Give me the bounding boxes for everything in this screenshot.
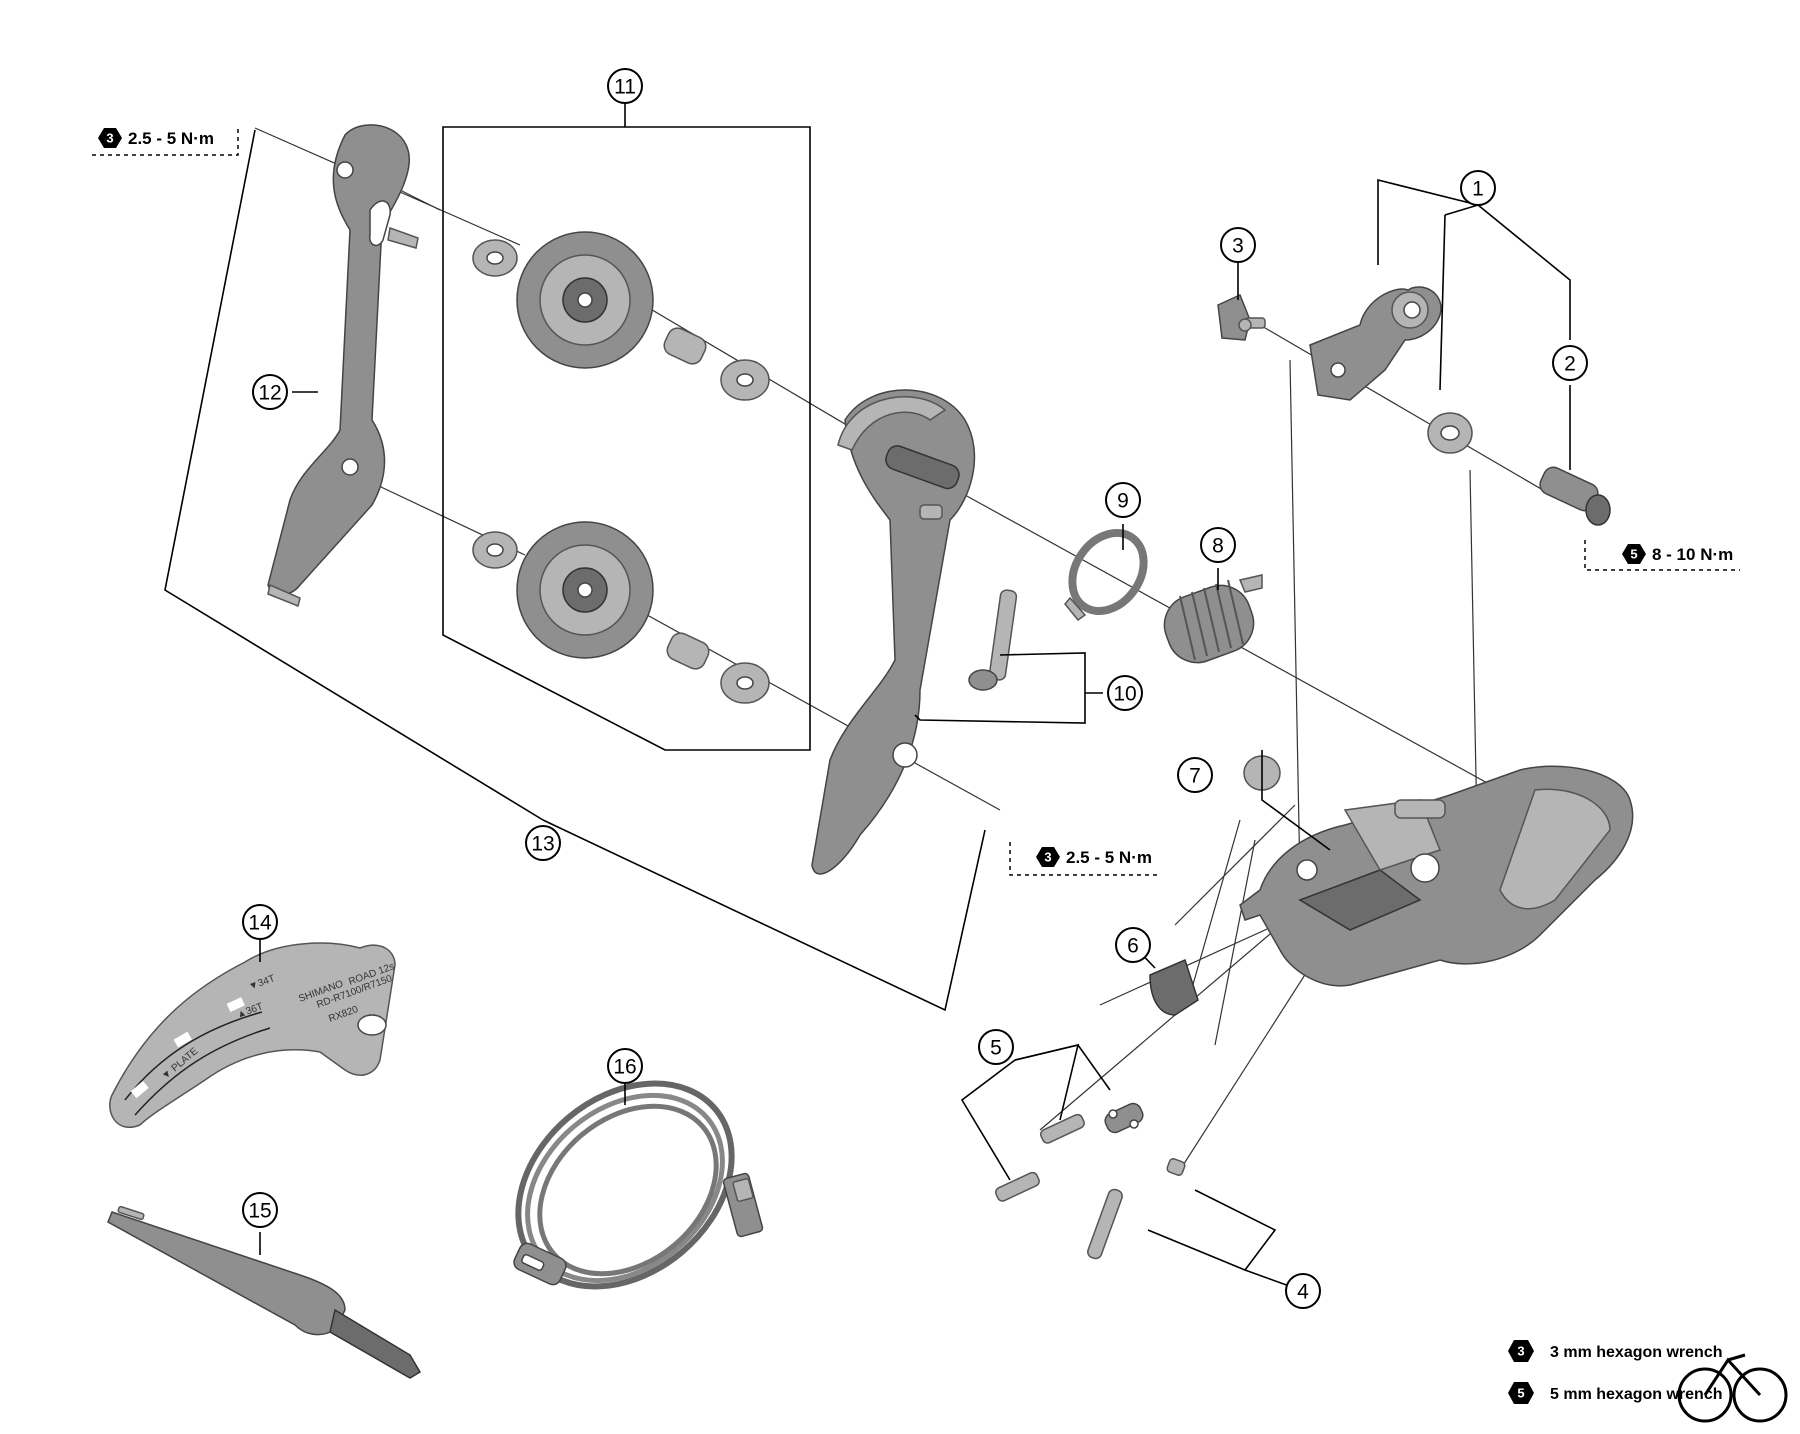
legend-label: 3 mm hexagon wrench: [1550, 1344, 1723, 1361]
tool-part: [107, 1205, 422, 1379]
torque-value: 8 - 10 N·m: [1652, 545, 1733, 564]
torque-spec-right: 5 8 - 10 N·m: [1584, 540, 1740, 571]
legend-item-3mm: 3 3 mm hexagon wrench: [1508, 1340, 1723, 1362]
inner-plate-part: [811, 389, 976, 875]
svg-text:10: 10: [1113, 683, 1136, 706]
svg-text:15: 15: [248, 1200, 271, 1223]
callout-13: 13: [525, 825, 561, 861]
upper-pulley: [516, 231, 654, 369]
torque-tool-number: 3: [106, 131, 113, 146]
axle-pin-part: [1087, 1158, 1186, 1260]
svg-text:12: 12: [258, 382, 281, 405]
hex-3mm-icon: [1036, 847, 1060, 867]
svg-text:4: 4: [1297, 1281, 1309, 1304]
svg-text:7: 7: [1189, 765, 1201, 788]
svg-text:3: 3: [1517, 1344, 1524, 1359]
svg-text:2: 2: [1564, 353, 1576, 376]
hex-3mm-icon: [1508, 1340, 1534, 1362]
callout-2: 2: [1552, 345, 1588, 381]
torque-tool-number: 3: [1044, 850, 1051, 865]
chain-guide-plate-part: SHIMANO ROAD 12s RD-R7100/R7150 RX820 ▼3…: [109, 942, 396, 1128]
svg-text:8: 8: [1212, 535, 1224, 558]
torque-value: 2.5 - 5 N·m: [128, 129, 214, 148]
hex-5mm-icon: [1622, 544, 1646, 564]
callout-1: 1: [1460, 170, 1496, 206]
svg-text:3: 3: [1232, 235, 1244, 258]
callout-6: 6: [1115, 927, 1151, 963]
svg-text:14: 14: [248, 912, 272, 935]
outer-plate-part: [267, 124, 419, 608]
svg-text:5: 5: [990, 1037, 1002, 1060]
svg-text:11: 11: [614, 76, 636, 99]
bracket-part: [1309, 286, 1473, 454]
callout-9: 9: [1105, 482, 1141, 518]
pulley-set-part: [472, 231, 770, 704]
hex-3mm-icon: [98, 128, 122, 148]
torque-spec-middle: 3 2.5 - 5 N·m: [1009, 842, 1158, 876]
legend-label: 5 mm hexagon wrench: [1550, 1386, 1723, 1403]
svg-text:13: 13: [531, 833, 554, 856]
tension-spring-part: [1163, 574, 1263, 664]
bracket-axle-bolt-part: [1539, 466, 1611, 526]
hex-5mm-icon: [1508, 1382, 1534, 1404]
bracket-washer-part: [1238, 318, 1252, 332]
callout-7: 7: [1177, 757, 1213, 793]
callout-3: 3: [1220, 227, 1256, 263]
tension-bolt-part: [968, 589, 1018, 691]
torque-tool-number: 5: [1630, 547, 1637, 562]
bicycle-logo-icon: [1677, 1353, 1788, 1423]
callout-10: 10: [1107, 675, 1143, 711]
callout-12: 12: [252, 374, 288, 410]
callout-8: 8: [1200, 527, 1236, 563]
svg-text:1: 1: [1472, 178, 1484, 201]
callout-11: 11: [607, 68, 643, 104]
rear-derailleur-body: [1239, 765, 1634, 987]
torque-spec-upper-left: 3 2.5 - 5 N·m: [92, 128, 239, 156]
snap-ring-part: [1064, 529, 1148, 622]
svg-text:5: 5: [1517, 1386, 1524, 1401]
callout-14: 14: [242, 904, 278, 940]
lower-pulley: [516, 521, 654, 659]
svg-text:9: 9: [1117, 490, 1129, 513]
callout-4: 4: [1285, 1273, 1321, 1309]
adjust-bolt-part: [1217, 293, 1266, 341]
svg-text:6: 6: [1127, 935, 1139, 958]
fixing-bolts-part: [994, 1102, 1144, 1202]
callout-16: 16: [607, 1048, 643, 1084]
callout-5: 5: [978, 1029, 1014, 1065]
torque-value: 2.5 - 5 N·m: [1066, 848, 1152, 867]
callout-15: 15: [242, 1192, 278, 1228]
legend-item-5mm: 5 5 mm hexagon wrench: [1508, 1382, 1723, 1404]
cable-pad-part: [1149, 958, 1199, 1016]
charging-cable-part: [513, 1080, 764, 1290]
svg-text:16: 16: [613, 1056, 636, 1079]
